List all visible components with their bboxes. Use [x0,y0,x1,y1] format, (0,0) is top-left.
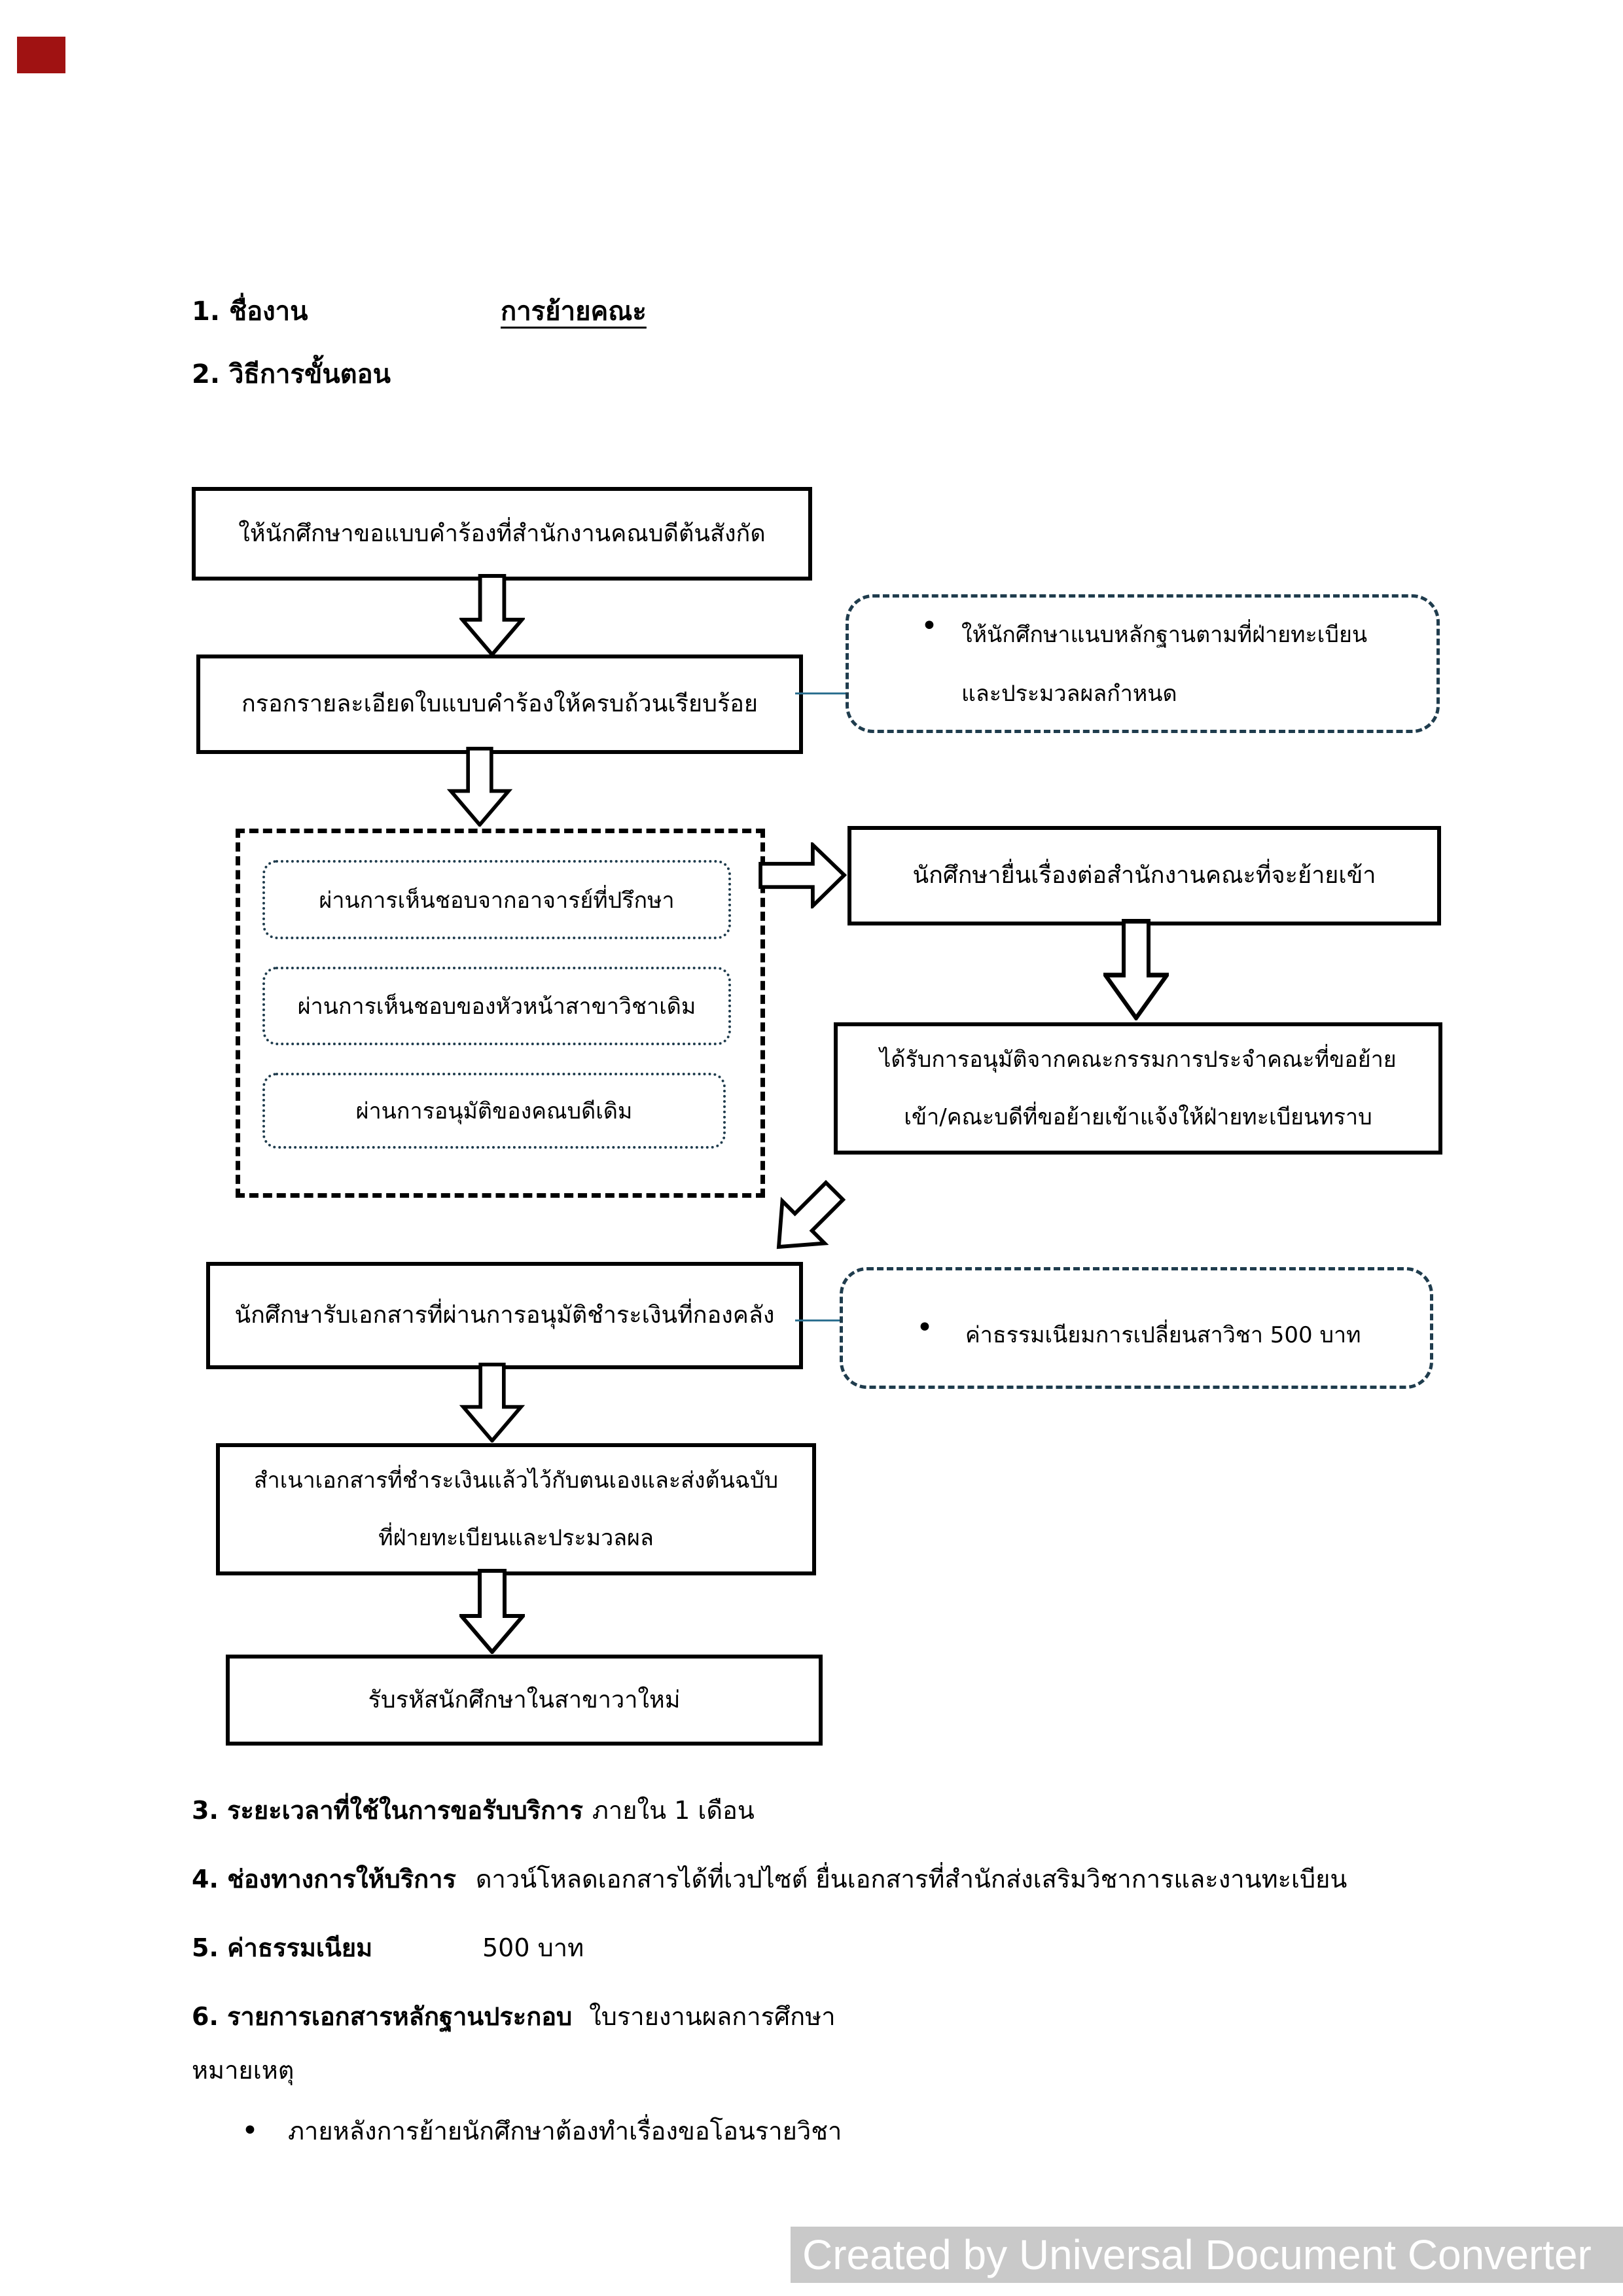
callout-attach-evidence-line1: ให้นักศึกษาแนบหลักฐานตามที่ฝ่ายทะเบียน [961,622,1368,648]
detail-item-channel-label: 4. ช่องทางการให้บริการ [192,1865,456,1893]
detail-item-fee-value: 500 บาท [482,1933,584,1962]
arrow-down-left-icon [753,1165,861,1273]
detail-item-evidence-value: ใบรายงานผลการศึกษา [589,2002,836,2031]
callout-attach-evidence: • ให้นักศึกษาแนบหลักฐานตามที่ฝ่ายทะเบียน… [846,594,1440,733]
flow-box-fill-form: กรอกรายละเอียดใบแบบคำร้องให้ครบถ้วนเรียบ… [196,655,803,754]
flow-box-receive-pay-finance: นักศึกษารับเอกสารที่ผ่านการอนุมัติชำระเง… [206,1262,803,1369]
note-bullet-text: ภายหลังการย้ายนักศึกษาต้องทำเรื่องขอโอนร… [288,2117,842,2145]
arrow-down-icon [459,574,525,656]
detail-item-duration-value: ภายใน 1 เดือน [592,1796,755,1825]
flow-box-receive-pay-finance-text: นักศึกษารับเอกสารที่ผ่านการอนุมัติชำระเง… [234,1302,775,1329]
flow-box-copy-documents: สำเนาเอกสารที่ชำระเงินแล้วไว้กับตนเองและ… [216,1443,816,1575]
callout-fee-text: ค่าธรรมเนียมการเปลี่ยนสาวิชา 500 บาท [965,1322,1361,1348]
detail-item-fee-label: 5. ค่าธรรมเนียม [192,1933,373,1962]
connector-line [795,1319,841,1321]
approval-box-department-head: ผ่านการเห็นชอบของหัวหน้าสาขาวิชาเดิม [262,967,731,1045]
arrow-down-icon [459,1569,525,1654]
heading-job-name-label: 1. ชื่องาน [192,296,308,327]
watermark-banner: Created by Universal Document Converter [791,2227,1623,2283]
arrow-right-icon [758,842,847,908]
heading-procedure: 2. วิธีการขั้นตอน [192,359,391,389]
flow-box-request-form-text: ให้นักศึกษาขอแบบคำร้องที่สำนักงานคณบดีต้… [238,520,766,547]
flow-box-copy-documents-line2: ที่ฝ่ายทะเบียนและประมวลผล [378,1525,654,1551]
approval-box-department-head-text: ผ่านการเห็นชอบของหัวหน้าสาขาวิชาเดิม [297,994,696,1020]
arrow-down-icon [459,1363,525,1443]
approval-box-dean-text: ผ่านการอนุมัติของคณบดีเดิม [355,1098,633,1124]
approval-box-advisor-text: ผ่านการเห็นชอบจากอาจารย์ที่ปรึกษา [319,887,675,914]
bullet-icon: • [921,609,938,643]
detail-item-channel-value: ดาวน์โหลดเอกสารได้ที่เวปไซต์ ยื่นเอกสารท… [475,1865,1347,1893]
flow-box-request-form: ให้นักศึกษาขอแบบคำร้องที่สำนักงานคณบดีต้… [192,487,812,581]
detail-item-channel: 4. ช่องทางการให้บริการ ดาวน์โหลดเอกสารได้… [192,1861,1347,1897]
connector-line [795,692,846,694]
flow-box-committee-approval: ได้รับการอนุมัติจากคณะกรรมการประจำคณะที่… [834,1022,1442,1155]
approval-box-advisor: ผ่านการเห็นชอบจากอาจารย์ที่ปรึกษา [262,860,731,939]
notes-header: หมายเหตุ [192,2056,294,2085]
callout-attach-evidence-line2: และประมวลผลกำหนด [961,681,1177,707]
detail-item-duration-label: 3. ระยะเวลาที่ใช้ในการขอรับบริการ [192,1796,583,1825]
detail-item-evidence: 6. รายการเอกสารหลักฐานประกอบ ใบรายงานผลกา… [192,1998,836,2035]
flow-box-submit-new-faculty: นักศึกษายื่นเรื่องต่อสำนักงานคณะที่จะย้า… [847,826,1441,925]
arrow-down-icon [447,747,512,827]
flow-box-new-student-id-text: รับรหัสนักศึกษาในสาขาวาใหม่ [368,1686,681,1713]
flow-box-new-student-id: รับรหัสนักศึกษาในสาขาวาใหม่ [226,1655,823,1746]
detail-item-evidence-label: 6. รายการเอกสารหลักฐานประกอบ [192,2002,573,2031]
flow-box-submit-new-faculty-text: นักศึกษายื่นเรื่องต่อสำนักงานคณะที่จะย้า… [912,862,1376,889]
flow-box-committee-approval-line1: ได้รับการอนุมัติจากคณะกรรมการประจำคณะที่… [880,1047,1397,1073]
heading-job-name-value: การย้ายคณะ [501,296,647,327]
flow-box-copy-documents-line1: สำเนาเอกสารที่ชำระเงินแล้วไว้กับตนเองและ… [253,1467,779,1494]
red-corner-mark [17,37,65,73]
detail-item-duration: 3. ระยะเวลาที่ใช้ในการขอรับบริการ ภายใน 1… [192,1792,755,1829]
flow-box-fill-form-text: กรอกรายละเอียดใบแบบคำร้องให้ครบถ้วนเรียบ… [241,691,758,717]
bullet-icon: • [916,1311,933,1344]
detail-item-fee: 5. ค่าธรรมเนียม [192,1929,372,1966]
heading-job-name: 1. ชื่องาน [192,293,308,331]
callout-fee: • ค่าธรรมเนียมการเปลี่ยนสาวิชา 500 บาท [840,1267,1433,1389]
arrow-down-icon [1103,919,1169,1020]
approval-box-dean: ผ่านการอนุมัติของคณบดีเดิม [262,1073,726,1149]
flow-box-committee-approval-line2: เข้า/คณะบดีที่ขอย้ายเข้าแจ้งให้ฝ่ายทะเบี… [904,1104,1372,1130]
bullet-icon: • [241,2114,259,2147]
